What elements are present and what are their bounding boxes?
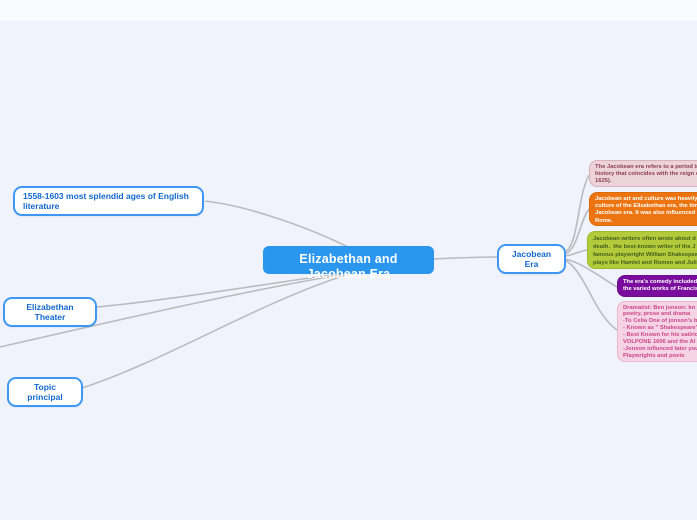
detail-box-era-comedy[interactable]: The era's comedy included the varied wor…	[617, 275, 697, 297]
detail-box-jacobean-writers[interactable]: Jacobean writers often wrote about d dea…	[587, 231, 697, 269]
node-elizabethan-theater[interactable]: Elizabethan Theater	[3, 297, 97, 328]
node-splendid-ages[interactable]: 1558-1603 most splendid ages of English …	[13, 186, 204, 217]
connector-definition	[564, 174, 590, 253]
node-jacobean-era[interactable]: Jacobean Era	[497, 244, 566, 275]
connector-splendid	[204, 200, 351, 249]
detail-box-jacobean-definition[interactable]: The Jacobean era refers to a period in h…	[589, 160, 697, 187]
connector-dramatist	[564, 259, 618, 331]
node-topic-principal[interactable]: Topic principal	[7, 377, 83, 408]
connector-jacobean	[432, 256, 498, 260]
detail-box-jacobean-culture[interactable]: Jacobean art and culture was heavily cul…	[589, 192, 697, 226]
connector-topic	[81, 274, 347, 389]
top-toolbar-edge	[0, 0, 697, 21]
detail-box-dramatist-ben-jonson[interactable]: Dramatist: Ben jonson: kn poetry, prose …	[617, 301, 697, 362]
node-central-topic[interactable]: Elizabethan and Jacobean Era	[263, 246, 434, 281]
connector-writers	[564, 249, 588, 257]
connector-culture	[564, 208, 590, 255]
